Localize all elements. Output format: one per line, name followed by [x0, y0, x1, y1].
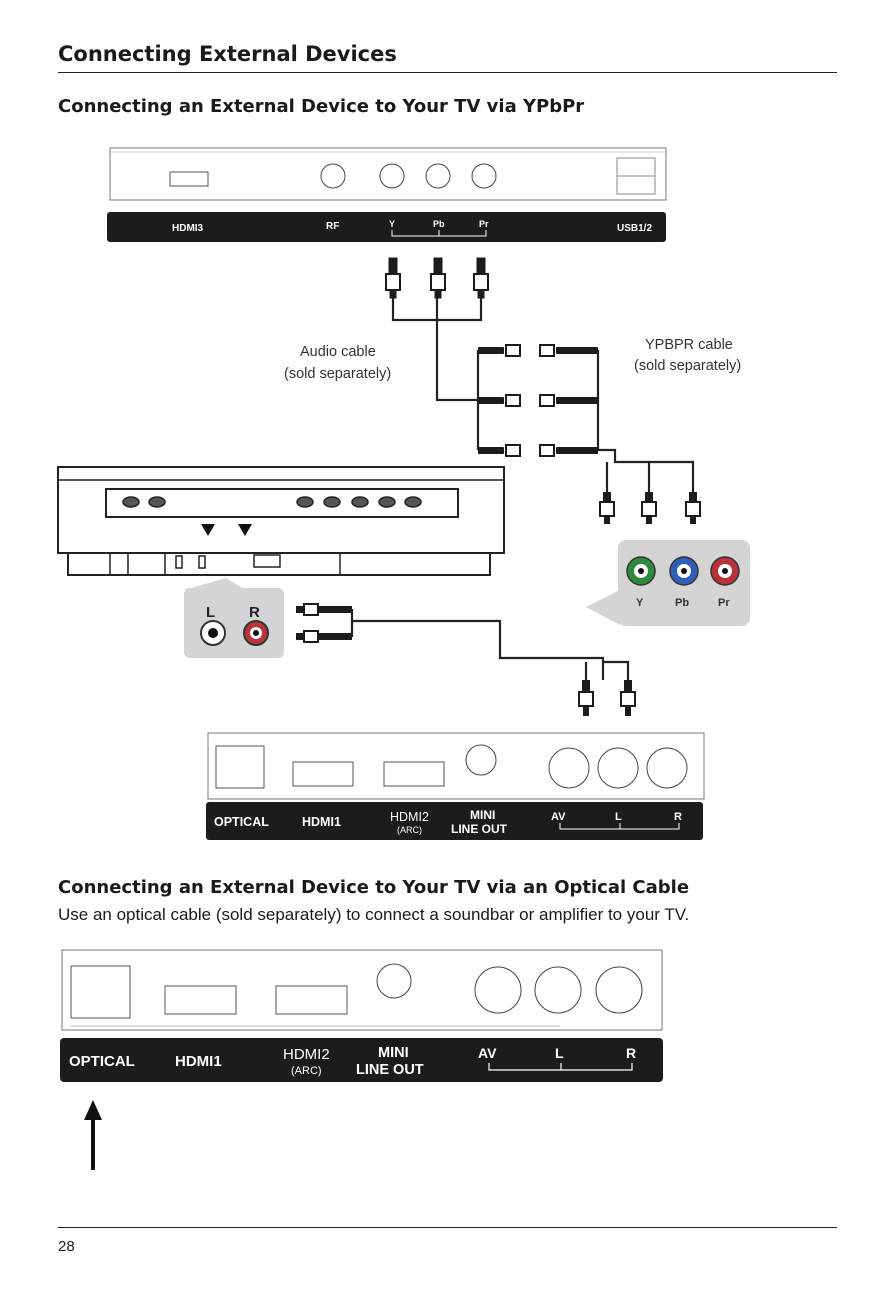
audio-cable-plugs	[296, 603, 352, 643]
callout-label-pr: Pr	[718, 597, 730, 609]
jack-y	[626, 556, 656, 586]
bottom-label-arc: (ARC)	[397, 825, 422, 835]
optical-label-hdmi1: HDMI1	[175, 1053, 222, 1070]
bottom-label-hdmi2: HDMI2	[390, 810, 429, 824]
optical-label-line-out: LINE OUT	[356, 1062, 424, 1078]
audio-jack-callout: L R	[184, 578, 284, 658]
arrow-up-icon	[84, 1100, 102, 1170]
optical-label-av: AV	[478, 1045, 497, 1061]
audio-cable-caption-2: (sold separately)	[284, 366, 391, 382]
section2-body: Use an optical cable (sold separately) t…	[58, 905, 690, 924]
ypbpr-plugs	[599, 492, 701, 524]
optical-connection-diagram: OPTICAL HDMI1 HDMI2 (ARC) MINI LINE OUT …	[60, 949, 663, 1170]
jack-pb	[669, 556, 699, 586]
bottom-label-optical: OPTICAL	[214, 815, 269, 829]
video-jack-callout: Y Pb Pr	[586, 540, 750, 626]
callout-label-r: R	[249, 604, 260, 621]
optical-label-hdmi2: HDMI2	[283, 1046, 330, 1063]
bottom-label-r: R	[674, 811, 682, 823]
section2-heading: Connecting an External Device to Your TV…	[58, 877, 690, 898]
audio-cable-caption-1: Audio cable	[300, 344, 376, 360]
optical-label-r: R	[626, 1045, 636, 1061]
section1-heading: Connecting an External Device to Your TV…	[58, 96, 585, 117]
bottom-label-av: AV	[551, 811, 566, 823]
top-label-pb: Pb	[433, 219, 445, 229]
tv-bottom-panel: OPTICAL HDMI1 HDMI2 (ARC) MINI LINE OUT …	[206, 732, 705, 840]
callout-label-y: Y	[636, 597, 644, 609]
optical-label-optical: OPTICAL	[69, 1053, 135, 1070]
footer-rule	[58, 1227, 837, 1228]
jack-pr	[710, 556, 740, 586]
callout-label-pb: Pb	[675, 597, 689, 609]
ypbpr-cable-caption-1: YPBPR cable	[645, 337, 733, 353]
tv-optical-panel: OPTICAL HDMI1 HDMI2 (ARC) MINI LINE OUT …	[60, 949, 663, 1082]
top-label-rf: RF	[326, 221, 339, 232]
ypbpr-adapters	[478, 344, 598, 457]
page-title: Connecting External Devices	[58, 42, 397, 66]
bottom-label-mini: MINI	[470, 808, 495, 822]
page-number: 28	[58, 1238, 75, 1255]
optical-label-arc: (ARC)	[291, 1065, 322, 1077]
bottom-label-line-out: LINE OUT	[451, 822, 508, 836]
title-rule	[58, 72, 837, 73]
top-label-usb: USB1/2	[617, 223, 652, 234]
top-label-hdmi3: HDMI3	[172, 223, 204, 234]
bottom-label-hdmi1: HDMI1	[302, 815, 341, 829]
top-label-pr: Pr	[479, 219, 489, 229]
callout-label-l: L	[206, 604, 215, 621]
optical-label-l: L	[555, 1045, 564, 1061]
ypbpr-cable-caption-2: (sold separately)	[634, 358, 741, 374]
tv-top-panel: HDMI3 RF Y Pb Pr USB1/2	[107, 147, 667, 242]
bottom-label-l: L	[615, 811, 622, 823]
top-plugs	[385, 257, 489, 299]
top-label-y: Y	[389, 219, 395, 229]
optical-label-mini: MINI	[378, 1045, 409, 1061]
ypbpr-connection-diagram: HDMI3 RF Y Pb Pr USB1/2 Audio cable (sol…	[57, 147, 750, 840]
external-device	[57, 466, 505, 576]
